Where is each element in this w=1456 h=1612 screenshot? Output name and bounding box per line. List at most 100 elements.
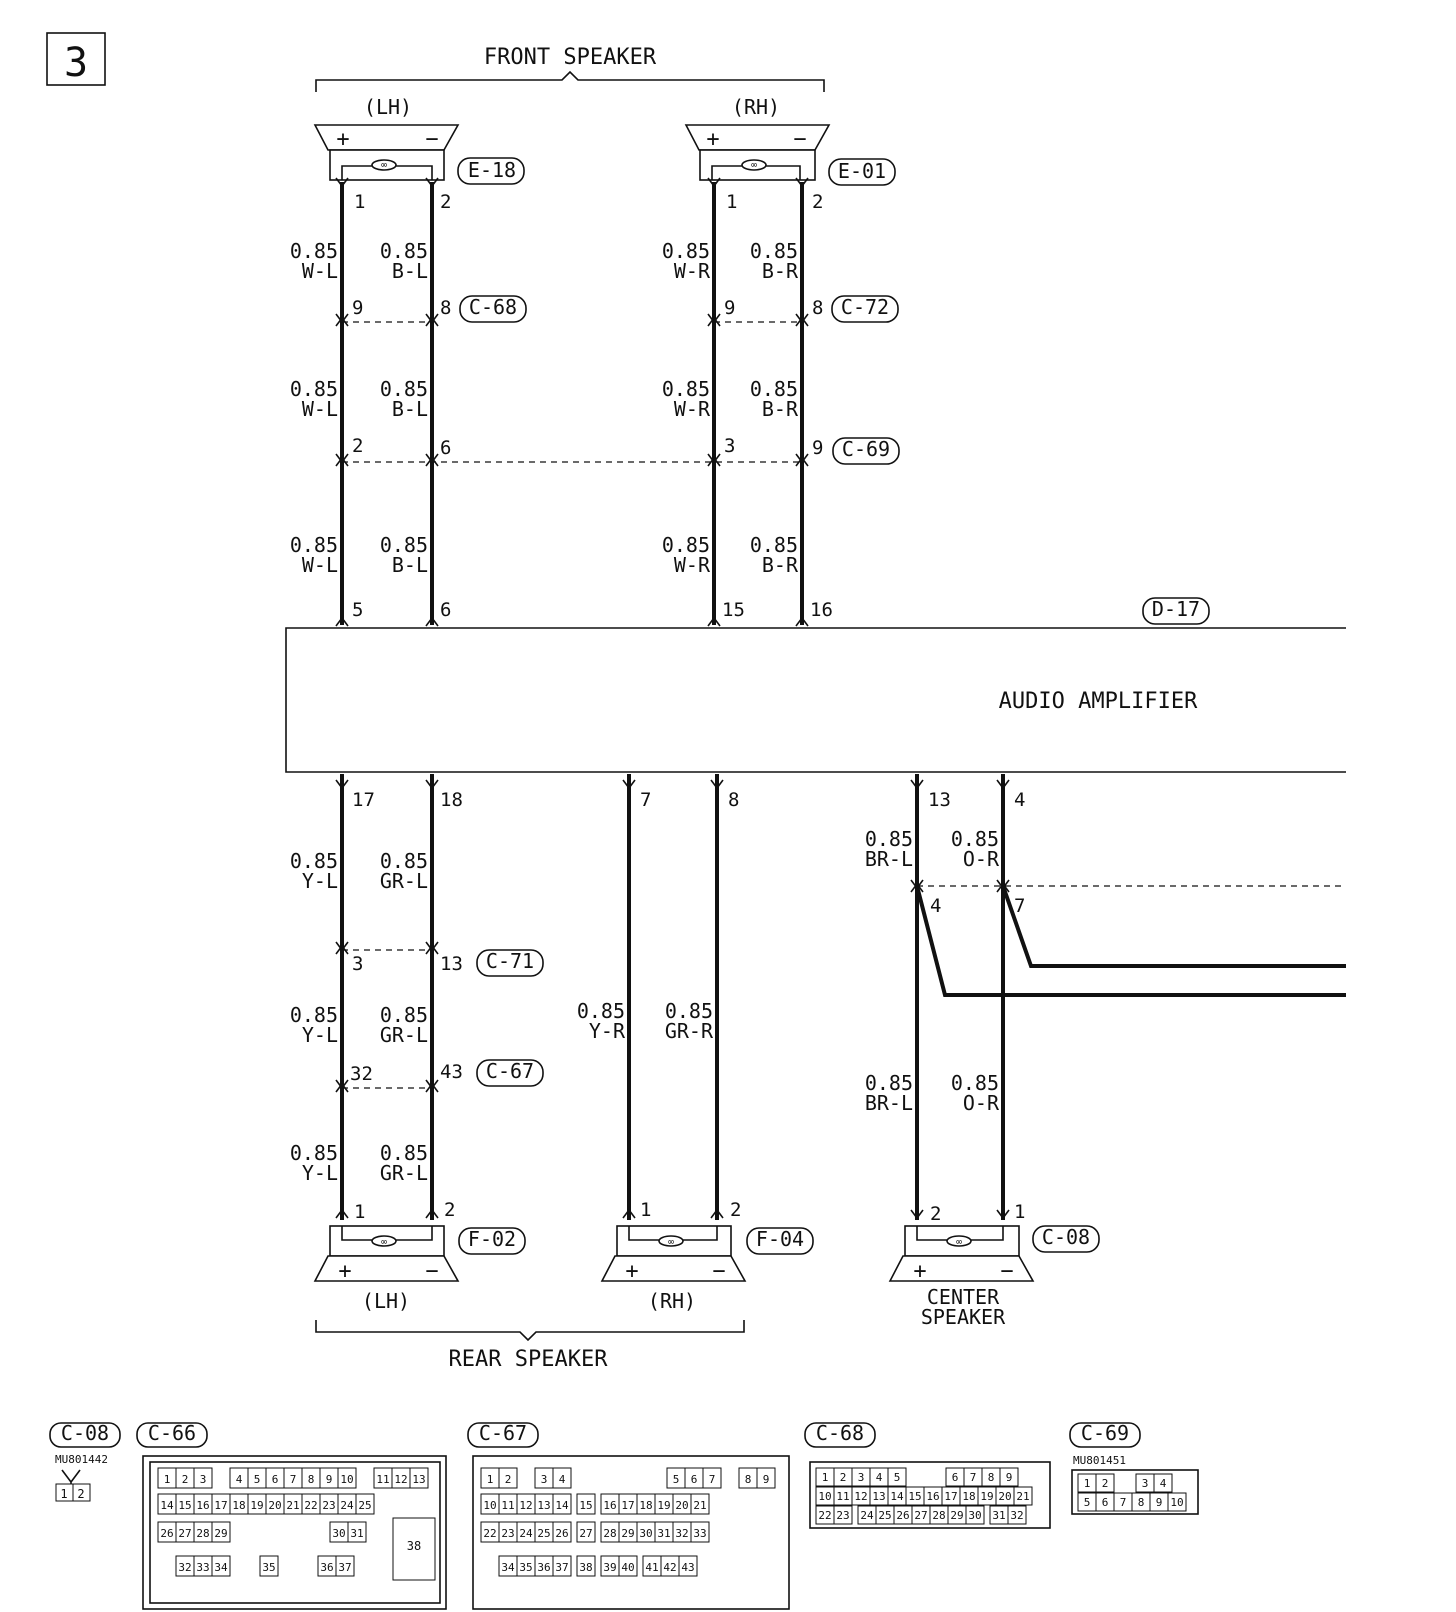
c08-connector-outline — [1032, 1225, 1100, 1253]
pin-fl-spk-1: 1 — [354, 191, 365, 213]
svg-text:∞: ∞ — [381, 1237, 387, 1248]
pin-number: 15 — [908, 1490, 921, 1503]
svg-text:0.85: 0.85 — [380, 533, 428, 557]
pin-amp-8: 8 — [728, 789, 739, 811]
pin-number: 28 — [932, 1509, 945, 1522]
pin-number: 27 — [178, 1527, 191, 1540]
face-c08-part: MU801442 — [55, 1453, 108, 1466]
front-lh-minus: − — [425, 127, 438, 152]
pin-number: 34 — [501, 1561, 515, 1574]
pin-cell — [355, 1493, 375, 1515]
page-number-box — [46, 32, 106, 86]
svg-text:0.85: 0.85 — [290, 1003, 338, 1027]
pin-number: 31 — [992, 1509, 1005, 1522]
c67-connector: C-67 — [486, 1059, 534, 1083]
svg-text:0.85: 0.85 — [290, 239, 338, 263]
pin-number: 26 — [896, 1509, 909, 1522]
pin-cell — [576, 1555, 596, 1577]
pin-number: 17 — [944, 1490, 957, 1503]
svg-text:W-R: W-R — [674, 397, 711, 421]
svg-text:0.85: 0.85 — [750, 239, 798, 263]
pin-number: 8 — [1138, 1496, 1145, 1509]
face-c66-name-outline — [136, 1422, 208, 1448]
pin-c69-3: 3 — [724, 435, 735, 457]
pin-rr-spk-2: 2 — [730, 1199, 741, 1221]
pin-number: 31 — [350, 1527, 363, 1540]
pin-number: 10 — [340, 1473, 353, 1486]
pin-number: 37 — [555, 1561, 568, 1574]
svg-text:O-R: O-R — [963, 847, 1000, 871]
svg-text:GR-R: GR-R — [665, 1019, 714, 1043]
pin-number: 35 — [519, 1561, 532, 1574]
pin-number: 1 — [164, 1473, 171, 1486]
c67-connector-outline — [476, 1059, 544, 1087]
pin-cell — [259, 1555, 279, 1577]
svg-text:0.85: 0.85 — [865, 827, 913, 851]
pin-number: 9 — [326, 1473, 333, 1486]
pin-number: 12 — [854, 1490, 867, 1503]
pin-number: 6 — [952, 1471, 959, 1484]
pin-cell — [337, 1467, 357, 1489]
c72-connector: C-72 — [841, 295, 889, 319]
svg-text:B-L: B-L — [392, 259, 428, 283]
pin-cell — [678, 1555, 698, 1577]
svg-text:∞: ∞ — [751, 160, 757, 171]
svg-text:B-R: B-R — [762, 553, 799, 577]
pin-number: 29 — [950, 1509, 963, 1522]
f04-connector-outline — [746, 1227, 814, 1255]
pin-number: 28 — [196, 1527, 209, 1540]
front-rh-label: (RH) — [732, 95, 780, 119]
center-speaker-title-1: CENTER — [927, 1285, 1000, 1309]
pin-number: 14 — [890, 1490, 904, 1503]
pin-cell — [1153, 1473, 1173, 1493]
e01-connector: E-01 — [838, 159, 886, 183]
face-c08: 1 2 — [55, 1469, 91, 1502]
svg-text:B-L: B-L — [392, 553, 428, 577]
pin-number: 35 — [262, 1561, 275, 1574]
pin-cell — [552, 1521, 572, 1543]
pin-number: 16 — [603, 1499, 616, 1512]
pin-number: 27 — [579, 1527, 592, 1540]
c69-connector: C-69 — [842, 437, 890, 461]
pin-number: 15 — [579, 1499, 592, 1512]
pin-cell — [193, 1467, 213, 1489]
e18-connector: E-18 — [468, 158, 516, 182]
svg-text:0.85: 0.85 — [380, 849, 428, 873]
pin-number: 25 — [537, 1527, 550, 1540]
pin-number: 21 — [1016, 1490, 1029, 1503]
pin-number: 18 — [962, 1490, 975, 1503]
d17-connector-outline — [1142, 597, 1210, 625]
c08-connector: C-08 — [1042, 1225, 1090, 1249]
pin-number: 37 — [338, 1561, 351, 1574]
svg-text:0.85: 0.85 — [380, 1141, 428, 1165]
pin-splice-7: 7 — [1014, 895, 1025, 917]
face-c69-name-outline — [1069, 1422, 1141, 1448]
pin-number: 43 — [681, 1561, 694, 1574]
pin-number: 20 — [268, 1499, 281, 1512]
front-wire-labels: 0.85 W-L 0.85 B-L 0.85 W-R 0.85 B-R 0.85… — [290, 239, 799, 577]
face-c68-name-outline — [804, 1422, 876, 1448]
pin-number: 4 — [876, 1471, 883, 1484]
pin-cell — [552, 1467, 572, 1489]
pin-amp-15: 15 — [722, 599, 745, 621]
pin-number: 14 — [555, 1499, 569, 1512]
pin-number: 22 — [483, 1527, 496, 1540]
d17-connector: D-17 — [1152, 597, 1200, 621]
pin-number: 10 — [818, 1490, 831, 1503]
pin-number: 5 — [254, 1473, 261, 1486]
pin-number: 8 — [745, 1473, 752, 1486]
pin-c68-9: 9 — [352, 297, 363, 319]
pin-number: 1 — [822, 1471, 829, 1484]
pin-c-spk-1: 1 — [1014, 1201, 1025, 1223]
pin-number: 3 — [858, 1471, 865, 1484]
pin-cell — [552, 1555, 572, 1577]
pin-number: 26 — [555, 1527, 568, 1540]
pin-rl-spk-2: 2 — [444, 1199, 455, 1221]
pin-amp-16: 16 — [810, 599, 833, 621]
wire-center-branch-7 — [1001, 885, 1346, 968]
face-c66-name: C-66 — [148, 1421, 196, 1445]
svg-text:Y-L: Y-L — [302, 869, 338, 893]
